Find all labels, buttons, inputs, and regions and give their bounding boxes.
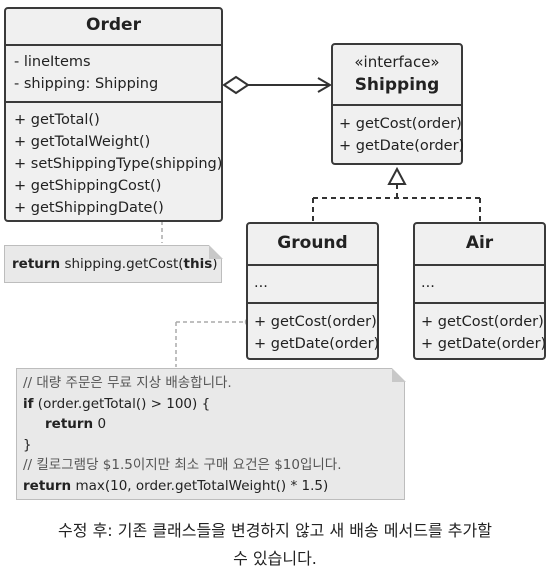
ground-fields: ...: [248, 264, 377, 302]
order-method: + getTotalWeight(): [14, 134, 151, 150]
code-keyword: if: [23, 395, 34, 412]
shipping-methods: + getCost(order) + getDate(order): [333, 104, 465, 157]
code-line: if (order.getTotal() > 100) {: [23, 394, 404, 415]
shipping-method: + getDate(order): [339, 138, 465, 154]
figure-caption: 수정 후: 기존 클래스들을 변경하지 않고 새 배송 메서드를 추가할 수 있…: [0, 517, 550, 573]
order-method: + getShippingDate(): [14, 200, 164, 216]
air-class: Air ... + getCost(order) + getDate(order…: [413, 222, 546, 360]
note-get-shipping-cost: return shipping.getCost(this): [4, 244, 223, 283]
note-ground-get-cost: // 대량 주문은 무료 지상 배송합니다. if (order.getTota…: [16, 367, 406, 500]
code-text: ): [212, 256, 218, 272]
shipping-header: «interface» Shipping: [333, 45, 461, 104]
order-class-name: Order: [86, 15, 141, 35]
code-text: shipping.getCost(: [60, 256, 184, 272]
note-fold: [391, 367, 406, 382]
code-comment: // 킬로그램당 $1.5이지만 최소 구매 요건은 $10입니다.: [23, 457, 342, 473]
order-method: + getShippingCost(): [14, 178, 162, 194]
caption-line: 수 있습니다.: [233, 549, 317, 568]
code-text: 0: [93, 416, 107, 432]
code-text: }: [23, 436, 32, 453]
ground-method: + getDate(order): [254, 336, 380, 352]
aggregation-diamond: [222, 75, 250, 95]
air-methods: + getCost(order) + getDate(order): [415, 302, 547, 355]
order-field: - lineItems: [14, 54, 91, 70]
shipping-stereotype: «interface»: [354, 53, 440, 71]
order-field: - shipping: Shipping: [14, 76, 159, 92]
air-fields: ...: [415, 264, 544, 302]
shipping-interface: «interface» Shipping + getCost(order) + …: [331, 43, 465, 165]
air-class-name: Air: [465, 233, 494, 253]
code-keyword: return: [23, 477, 72, 494]
order-methods: + getTotal() + getTotalWeight() + setShi…: [6, 101, 223, 219]
note-fold: [208, 244, 223, 259]
code-keyword: this: [183, 256, 213, 272]
order-class: Order - lineItems - shipping: Shipping +…: [4, 7, 223, 222]
code-keyword: return: [45, 416, 94, 432]
air-field: ...: [421, 275, 435, 291]
ground-field: ...: [254, 275, 268, 291]
air-method: + getCost(order): [421, 314, 544, 330]
ground-methods: + getCost(order) + getDate(order): [248, 302, 380, 355]
order-fields: - lineItems - shipping: Shipping: [6, 44, 221, 101]
code-line: return max(10, order.getTotalWeight() * …: [23, 476, 404, 497]
ground-class: Ground ... + getCost(order) + getDate(or…: [246, 222, 379, 360]
caption-line: 수정 후: 기존 클래스들을 변경하지 않고 새 배송 메서드를 추가할: [58, 521, 492, 540]
order-method: + getTotal(): [14, 112, 100, 128]
ground-method: + getCost(order): [254, 314, 377, 330]
shipping-name: Shipping: [354, 75, 440, 95]
arrowhead: [317, 77, 332, 93]
code-comment: // 대량 주문은 무료 지상 배송합니다.: [23, 375, 232, 391]
shipping-method: + getCost(order): [339, 116, 462, 132]
code-line: return 0: [23, 414, 404, 435]
code-text: (order.getTotal() > 100) {: [33, 395, 211, 412]
ground-class-name: Ground: [277, 233, 348, 253]
code-text: max(10, order.getTotalWeight() * 1.5): [71, 477, 329, 494]
order-method: + setShippingType(shipping): [14, 156, 223, 172]
realization-triangle: [387, 166, 407, 185]
air-method: + getDate(order): [421, 336, 547, 352]
code-keyword: return: [12, 256, 61, 272]
